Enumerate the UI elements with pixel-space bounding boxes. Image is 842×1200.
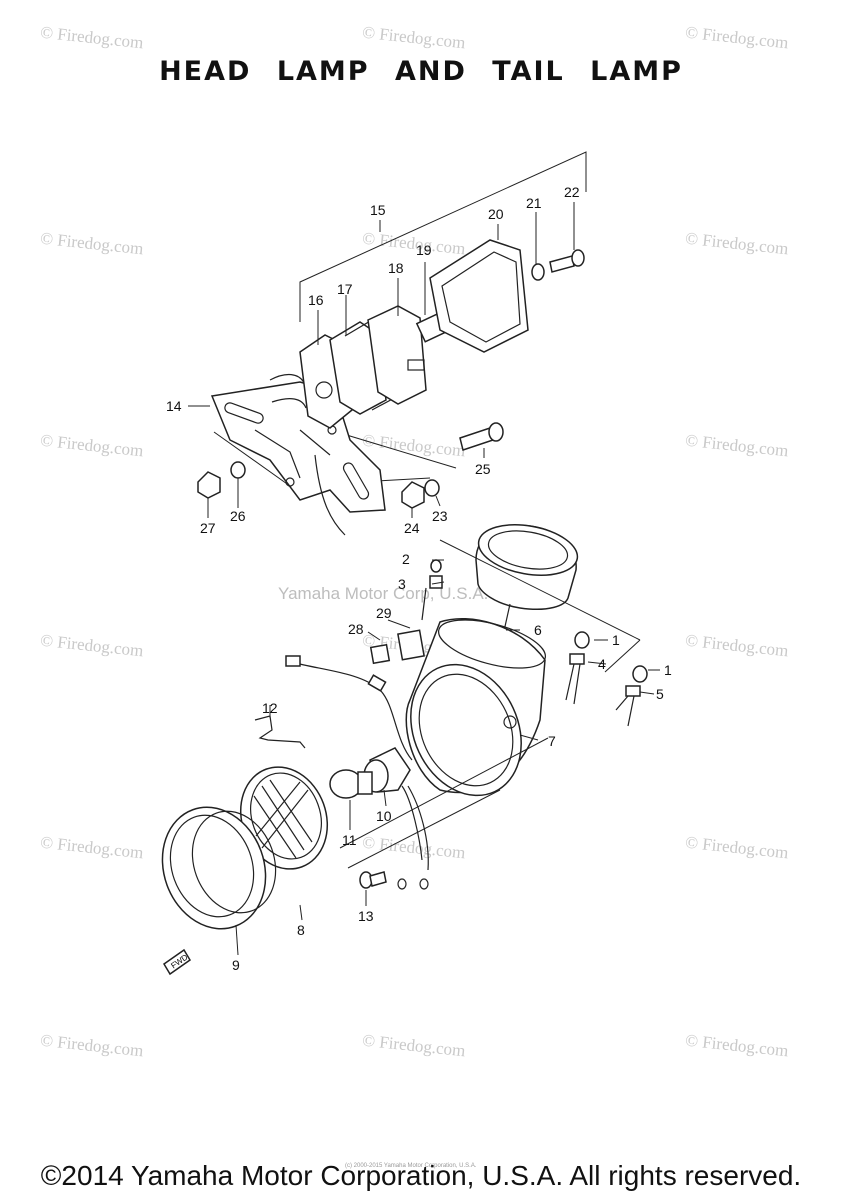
headlight-rim [161, 806, 277, 930]
diagram-title: HEAD LAMP AND TAIL LAMP [159, 56, 683, 87]
callout-14: 14 [166, 398, 182, 414]
headlight-case [405, 618, 546, 797]
callout-11: 11 [342, 832, 357, 848]
indicator-bulb [574, 631, 590, 649]
bracket-bolt [459, 422, 504, 451]
copyright-footer: ©2014 Yamaha Motor Corporation, U.S.A. A… [40, 1160, 802, 1191]
headlight-wire [291, 661, 413, 761]
callout-29: 29 [376, 605, 392, 621]
forward-arrow-icon: FWD [162, 948, 192, 976]
callout-19: 19 [416, 242, 432, 258]
callout-27: 27 [200, 520, 216, 536]
callout-3: 3 [398, 576, 406, 592]
callout-17: 17 [337, 281, 353, 297]
callout-8: 8 [297, 922, 305, 938]
leader-line [339, 737, 549, 849]
callout-12: 12 [262, 700, 278, 716]
wire-clip [254, 715, 306, 749]
indicator-socket [625, 685, 641, 697]
socket-spring [407, 359, 425, 371]
callout-10: 10 [376, 808, 392, 824]
callout-1: 1 [612, 632, 620, 648]
plate-nut [197, 471, 221, 499]
headlight-bulb [329, 769, 373, 799]
callout-15: 15 [370, 202, 386, 218]
small-print: (c) 2000-2015 Yamaha Motor Corporation, … [345, 1163, 477, 1169]
callout-7: 7 [548, 733, 556, 749]
meter-pad [397, 629, 425, 661]
gasket-hole [315, 381, 333, 399]
callout-2: 2 [402, 551, 410, 567]
callout-18: 18 [388, 260, 404, 276]
lens-washer [531, 263, 545, 281]
rim-screw [359, 871, 387, 889]
indicator-bulb [632, 665, 648, 683]
callout-28: 28 [348, 621, 364, 637]
wire-terminal [397, 878, 407, 890]
callout-1: 1 [664, 662, 672, 678]
callout-9: 9 [232, 957, 240, 973]
meter-bulb [430, 559, 442, 573]
group-bracket-line [299, 151, 587, 322]
indicator-wire [565, 663, 581, 705]
meter-clip [369, 643, 391, 665]
indicator-wire [615, 695, 635, 727]
plate-washer [230, 461, 246, 479]
callout-6: 6 [534, 622, 542, 638]
callout-16: 16 [308, 292, 324, 308]
leader-line [347, 789, 501, 869]
callout-21: 21 [526, 195, 542, 211]
headlight-lens-unit [239, 766, 329, 870]
callout-13: 13 [358, 908, 374, 924]
bracket-washer [424, 479, 440, 497]
socket-wire [421, 587, 427, 621]
bracket-nut [401, 481, 425, 509]
callout-22: 22 [564, 184, 580, 200]
callout-20: 20 [488, 206, 504, 222]
callout-5: 5 [656, 686, 664, 702]
leader-line [339, 432, 457, 469]
callout-23: 23 [432, 508, 448, 524]
indicator-socket [569, 653, 585, 665]
wire-connector [285, 655, 301, 667]
leader-line [213, 431, 291, 487]
leader-line [439, 539, 641, 641]
callout-26: 26 [230, 508, 246, 524]
wire-terminal [419, 878, 429, 890]
callout-24: 24 [404, 520, 420, 536]
leader-line [604, 639, 641, 673]
wire-connector [367, 674, 387, 692]
lens-screw [549, 249, 585, 273]
callout-leaders [188, 202, 660, 956]
callout-4: 4 [598, 656, 606, 672]
tail-lens [429, 239, 529, 353]
callout-25: 25 [475, 461, 491, 477]
meter-socket [429, 575, 443, 589]
meter-assembly [475, 524, 579, 641]
